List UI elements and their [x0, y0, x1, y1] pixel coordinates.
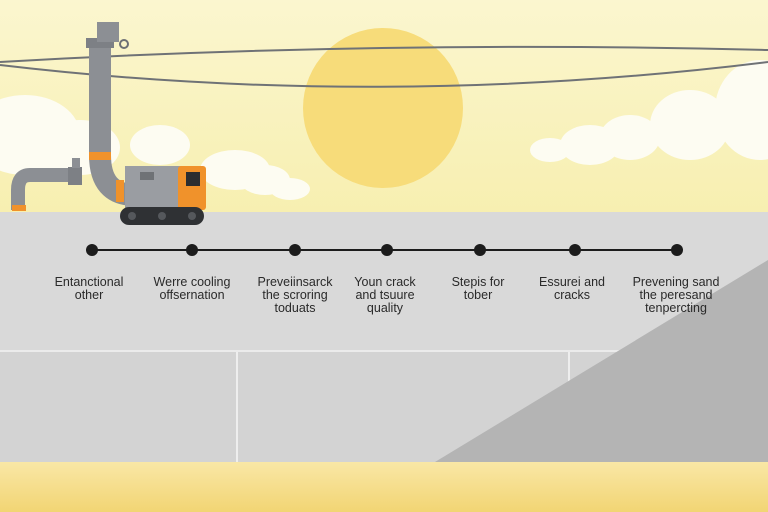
timeline-dot-icon: [474, 244, 486, 256]
step-label-6: Essurei and cracks: [538, 275, 605, 302]
step-label-1: Entanctional other: [54, 275, 124, 302]
timeline-dot-icon: [671, 244, 683, 256]
utility-wires-icon: [0, 45, 768, 88]
timeline-dot-icon: [569, 244, 581, 256]
step-label-2: Werre cooling offsernation: [153, 275, 231, 302]
timeline-dot-icon: [289, 244, 301, 256]
step-label-5: Stepis for tober: [451, 275, 505, 302]
ground-strip: [0, 462, 768, 512]
tracked-machine-icon: [120, 166, 206, 225]
pipe-icon: [11, 22, 136, 211]
wall-shadow: [435, 260, 768, 462]
timeline-dot-icon: [186, 244, 198, 256]
step-label-7: Prevening sand the peresand tenpercting: [632, 275, 720, 315]
step-label-4: Youn crack and tsuure quality: [354, 275, 416, 315]
step-label-3: Preveiinsarck the scroring toduats: [257, 275, 333, 315]
timeline-dot-icon: [381, 244, 393, 256]
sun: [303, 28, 463, 188]
timeline-dot-icon: [86, 244, 98, 256]
panel-seam: [236, 352, 238, 464]
